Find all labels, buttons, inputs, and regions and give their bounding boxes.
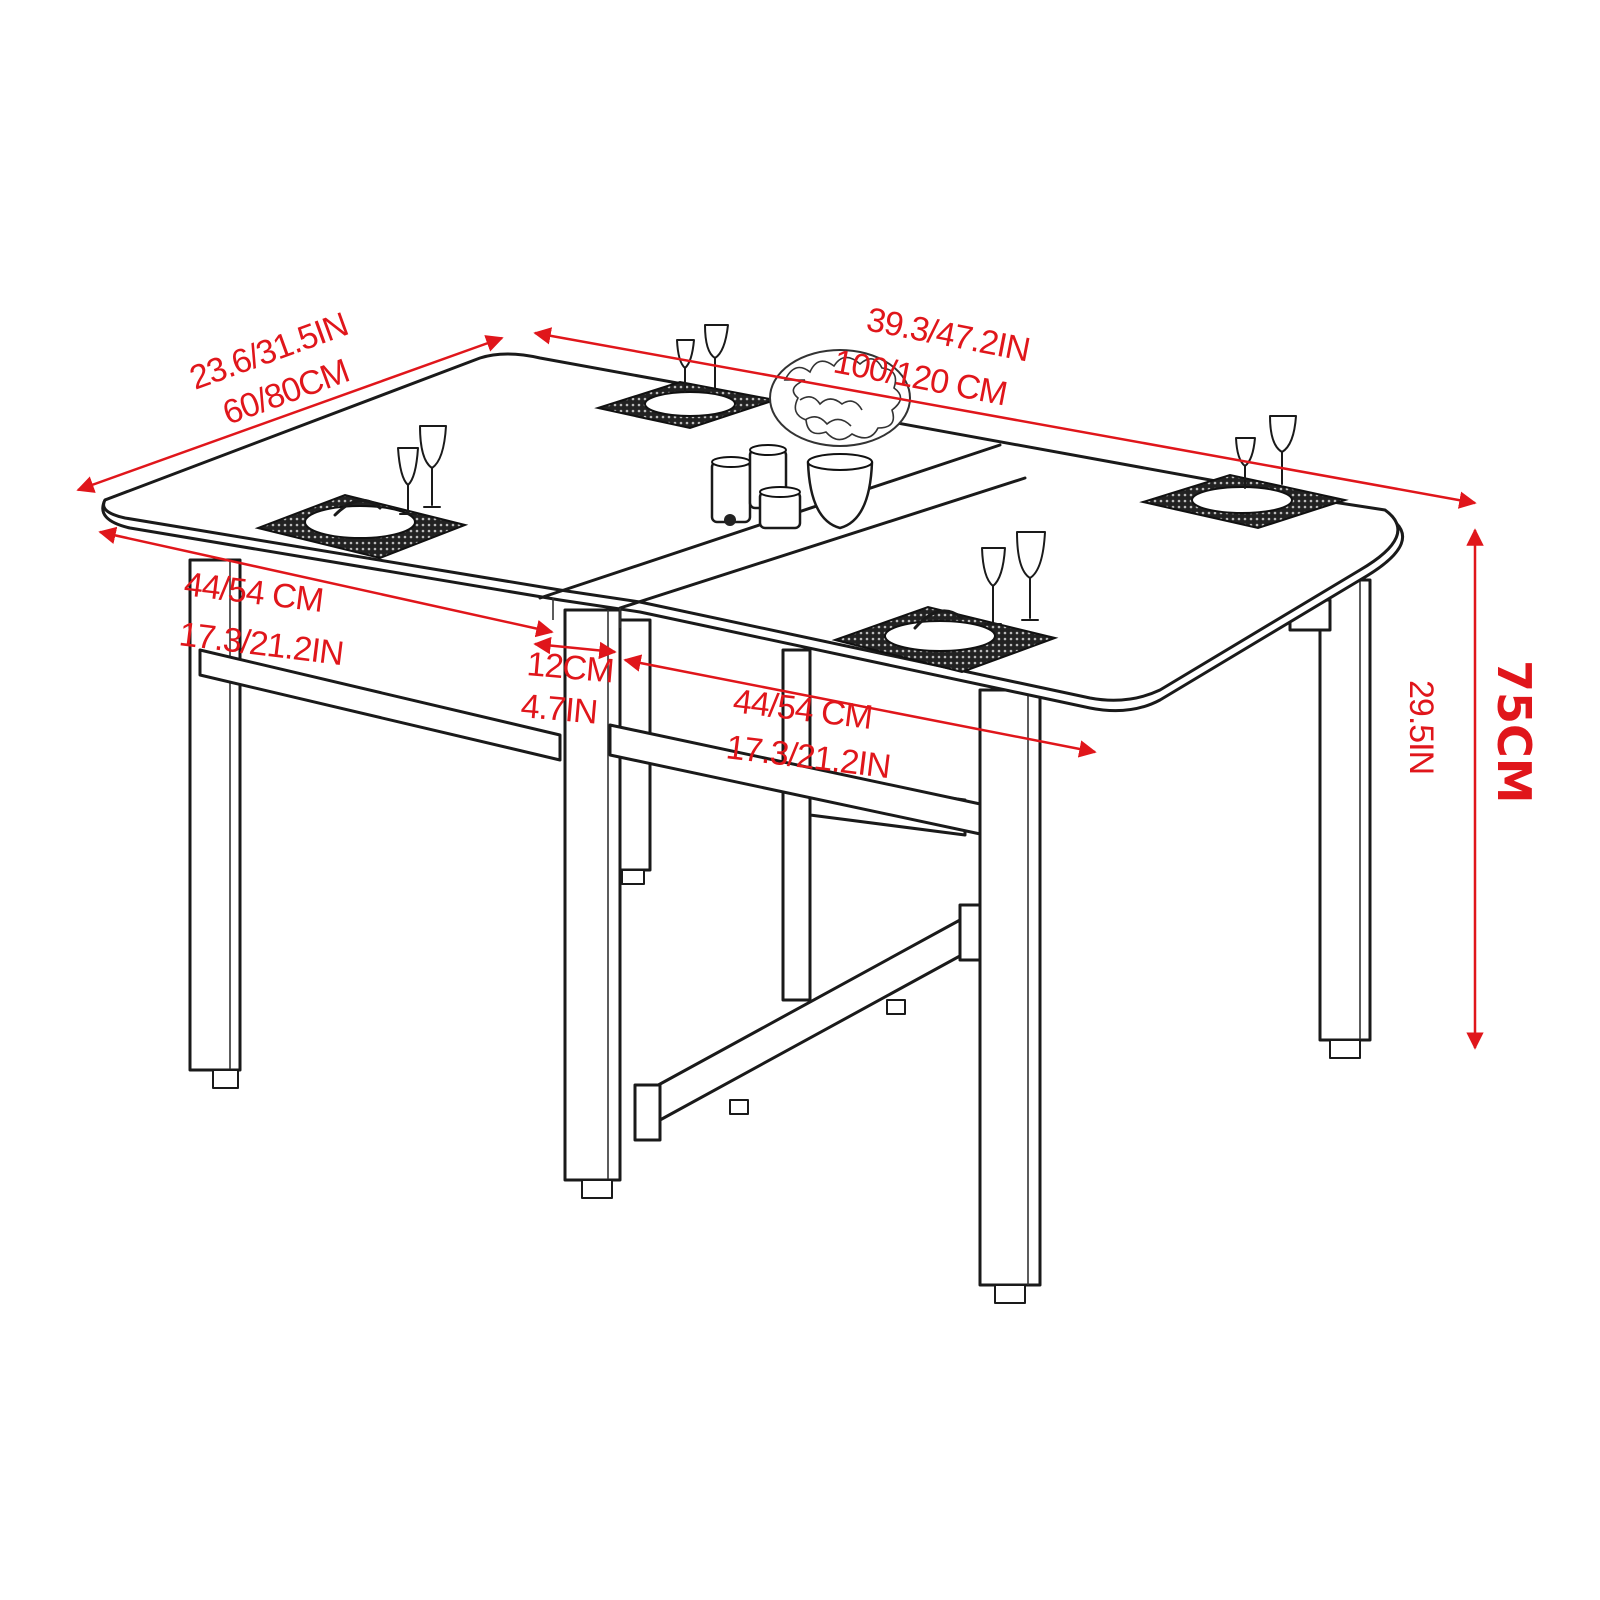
- front-left-apron: [198, 648, 562, 762]
- front-center-leg: [563, 608, 622, 1199]
- back-right-leg: [1288, 578, 1372, 1059]
- height-label-in: 29.5IN: [1402, 680, 1440, 774]
- center-label-in: 4.7IN: [519, 687, 598, 732]
- dimension-lines: [76, 327, 1484, 1050]
- width-dimension-line: [533, 327, 1477, 509]
- depth-dimension-line: [76, 335, 504, 493]
- height-label-cm: 75CM: [1487, 660, 1541, 804]
- wine-glass-icon: [1235, 415, 1297, 489]
- front-right-leg: [978, 688, 1042, 1304]
- wine-glass-icon: [676, 324, 729, 393]
- wine-glass-icon: [981, 531, 1046, 625]
- center-dimension-line: [533, 636, 617, 660]
- center-label-cm: 12CM: [525, 645, 615, 690]
- left-wing-dimension-line: [98, 526, 554, 638]
- right-wing-dimension-line: [623, 654, 1097, 758]
